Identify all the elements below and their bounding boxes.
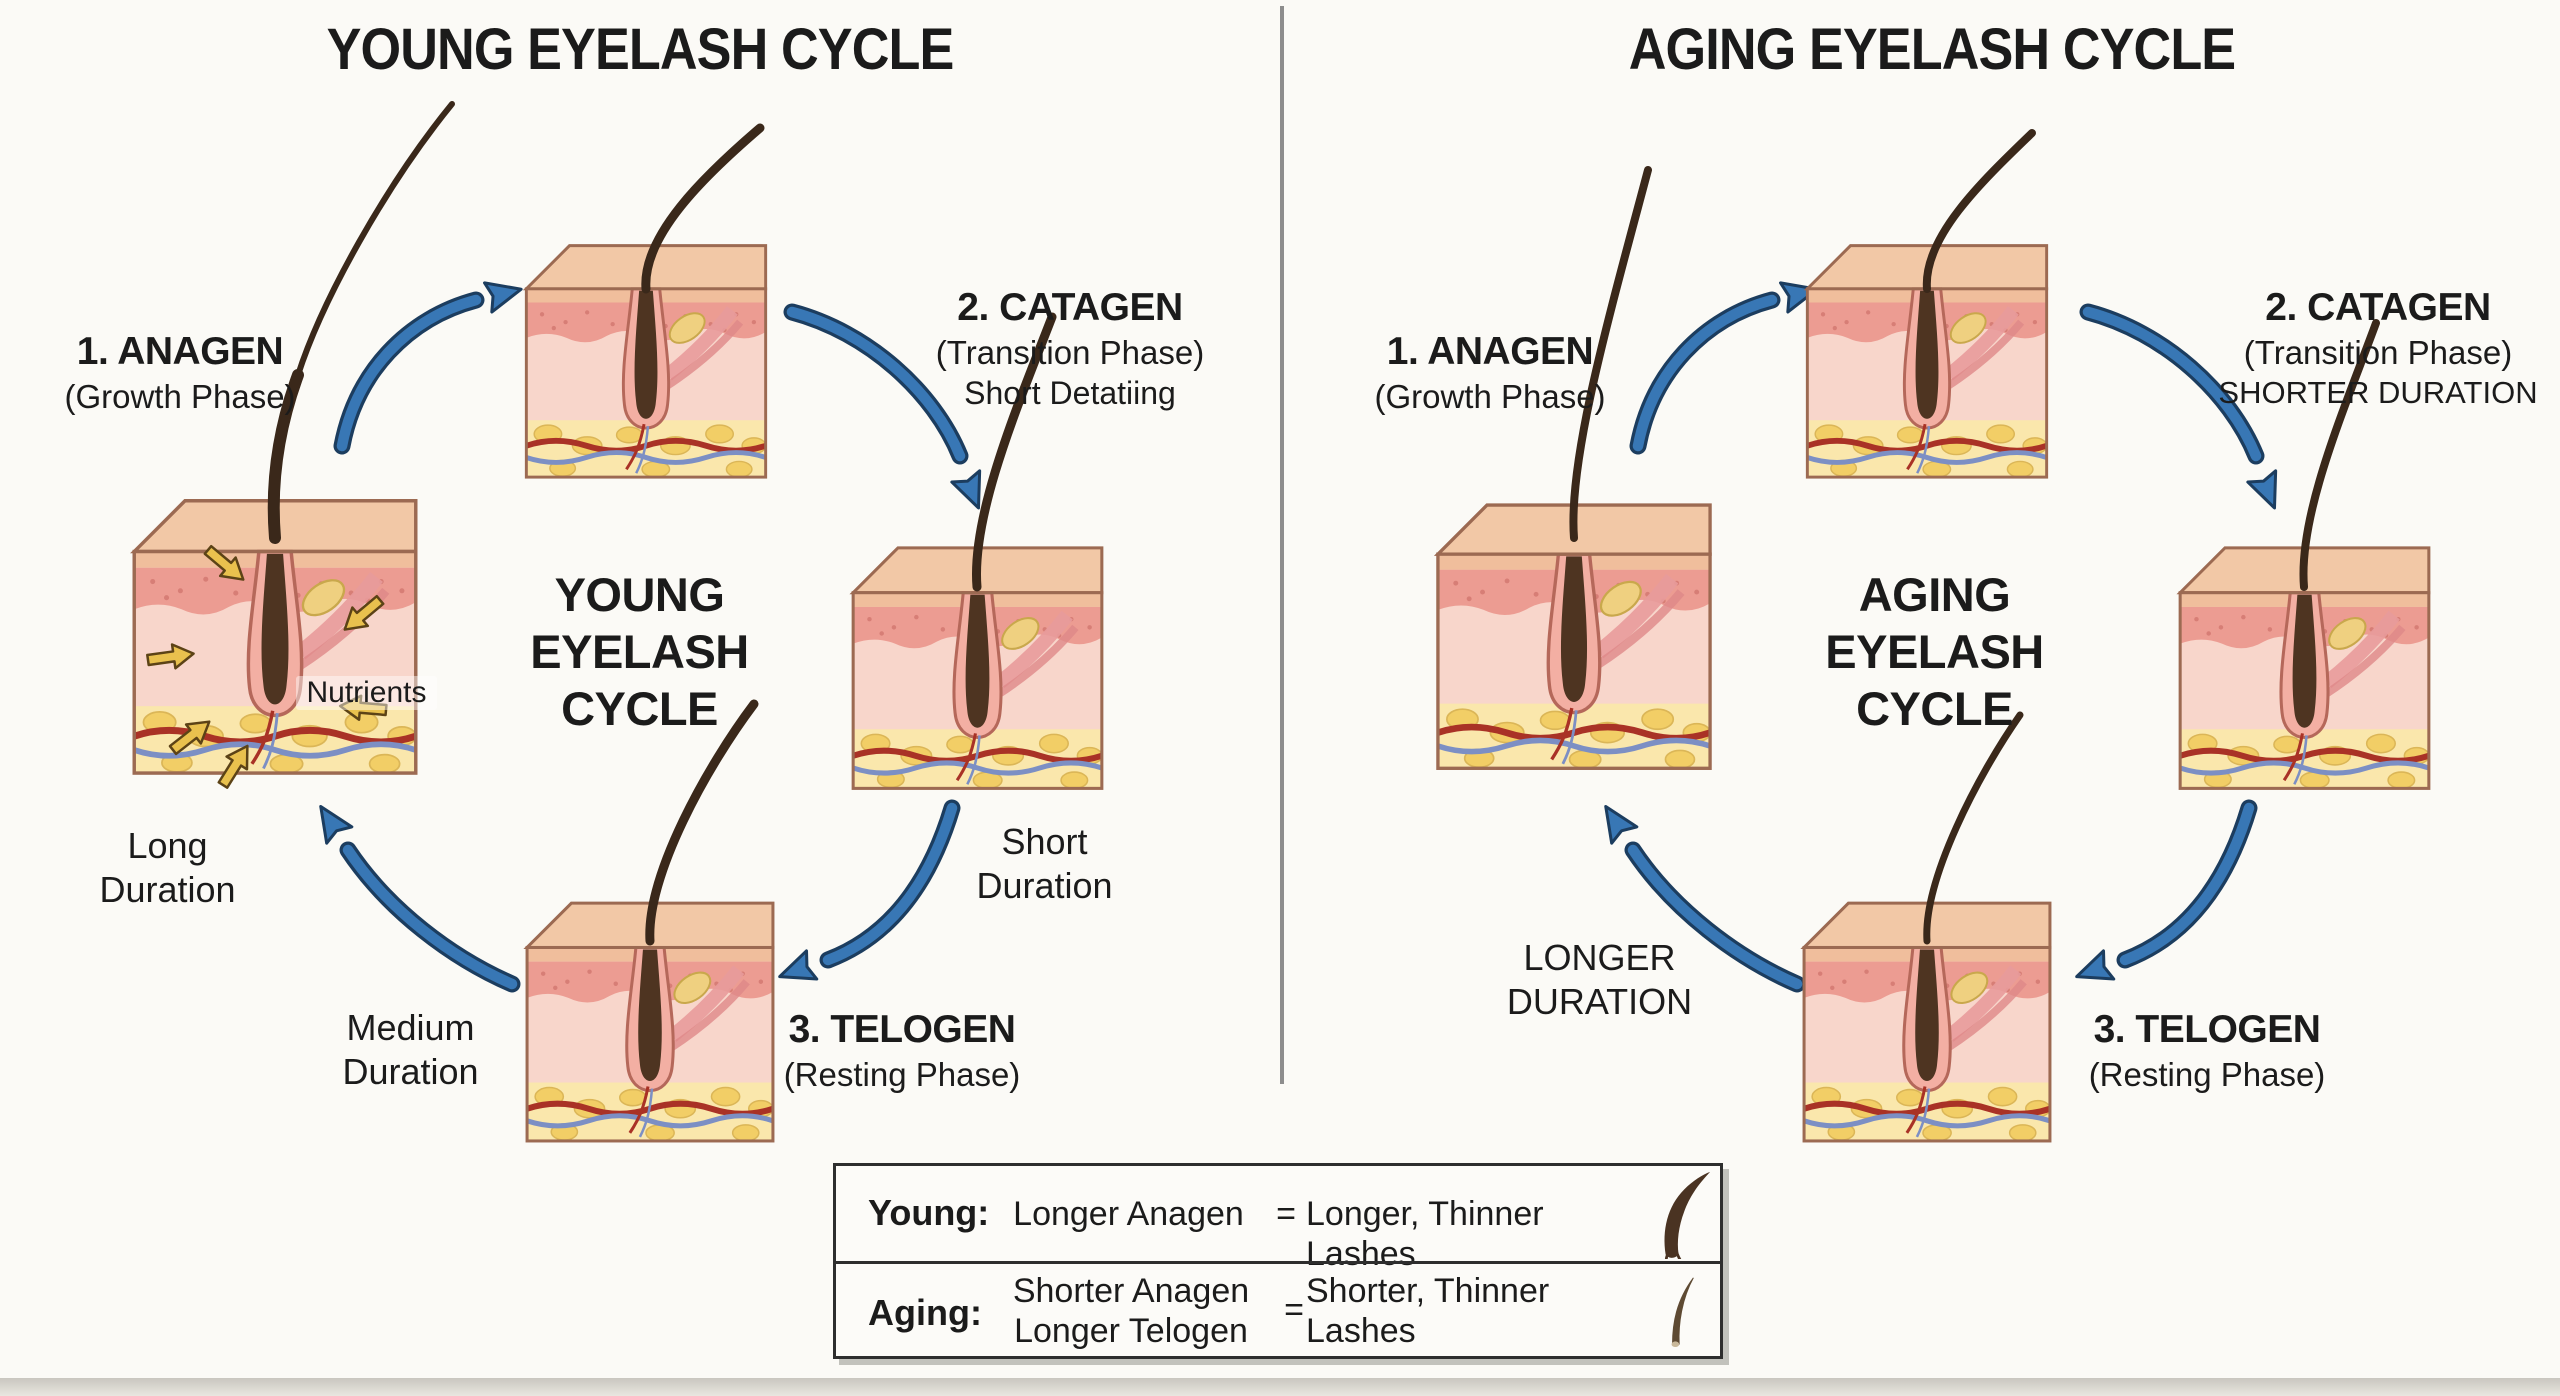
- young-long-duration-label: Long Duration: [99, 825, 236, 910]
- legend-young-cause: Longer Anagen: [1013, 1195, 1244, 1233]
- legend-box: Young: Longer Anagen = Longer, Thinner L…: [833, 1163, 1723, 1359]
- aging-telogen-sub: (Resting Phase): [2088, 1056, 2326, 1093]
- young-telogen-name: 3. TELOGEN: [788, 1008, 1016, 1051]
- illustration-aging-anagen-follicle: [1422, 166, 1767, 810]
- aging-catagen-name: 2. CATAGEN: [2265, 286, 2491, 329]
- thin-lash-icon: [1671, 1277, 1694, 1348]
- aging-cycle-center-label: AGING EYELASH CYCLE: [1825, 568, 2044, 735]
- legend-young-effect: Longer, Thinner Lashes: [1306, 1195, 1544, 1273]
- legend-aging-effect: Shorter, Thinner Lashes: [1306, 1272, 1550, 1350]
- panel-divider: [1280, 6, 1284, 1084]
- arrow-aging-transition-to-telogen: [2070, 799, 2258, 993]
- aging-catagen-label: 2. CATAGEN (Transition Phase) SHORTER DU…: [2218, 286, 2538, 411]
- young-catagen-name: 2. CATAGEN: [957, 286, 1183, 329]
- young-telogen-label: 3. TELOGEN (Resting Phase): [752, 1008, 1052, 1094]
- illustration-young-telogen-follicle: [512, 699, 787, 1162]
- bottom-edge-strip: [0, 1378, 2560, 1396]
- aging-anagen-sub: (Growth Phase): [1374, 378, 1606, 415]
- aging-telogen-name: 3. TELOGEN: [2093, 1008, 2321, 1051]
- young-cycle-title: YOUNG EYELASH CYCLE: [326, 17, 955, 82]
- aging-catagen-note: SHORTER DURATION: [2218, 375, 2538, 410]
- young-catagen-label: 2. CATAGEN (Transition Phase) Short Deta…: [915, 286, 1225, 412]
- legend-young-label: Young:: [868, 1192, 990, 1233]
- aging-cycle-title: AGING EYELASH CYCLE: [1628, 17, 2236, 82]
- aging-telogen-label: 3. TELOGEN (Resting Phase): [2052, 1008, 2362, 1094]
- thick-lash-icon: [1664, 1171, 1711, 1259]
- aging-anagen-name: 1. ANAGEN: [1386, 330, 1594, 373]
- illustration-young-anagen-follicle: [118, 101, 455, 793]
- young-telogen-sub: (Resting Phase): [783, 1056, 1021, 1093]
- legend-divider: [836, 1261, 1720, 1264]
- illustration-aging-catagen-follicle: [1790, 129, 2065, 486]
- illustration-aging-transition-follicle: [2168, 319, 2438, 807]
- illustration-aging-telogen-follicle: [1790, 711, 2065, 1162]
- arrow-young-transition-to-telogen: [773, 799, 961, 993]
- legend-young-equals: =: [1276, 1195, 1296, 1233]
- illustration-young-transition-follicle: [842, 312, 1112, 807]
- arrow-young-telogen-to-anagen: [306, 796, 521, 993]
- legend-aging-equals: =: [1284, 1291, 1304, 1329]
- young-anagen-label: 1. ANAGEN (Growth Phase): [35, 330, 325, 416]
- young-catagen-sub: (Transition Phase): [935, 334, 1205, 371]
- legend-aging-label: Aging:: [868, 1292, 982, 1333]
- legend-aging-cause: Shorter Anagen Longer Telogen: [1012, 1272, 1250, 1350]
- young-medium-duration-label: Medium Duration: [342, 1007, 479, 1092]
- aging-anagen-label: 1. ANAGEN (Growth Phase): [1345, 330, 1635, 416]
- aging-longer-duration-label: LONGER DURATION: [1506, 937, 1693, 1022]
- young-cycle-center-label: YOUNG EYELASH CYCLE: [530, 568, 749, 735]
- young-short-duration-label: Short Duration: [976, 821, 1113, 906]
- young-anagen-name: 1. ANAGEN: [76, 330, 284, 373]
- young-catagen-note: Short Detatiing: [964, 375, 1176, 411]
- aging-catagen-sub: (Transition Phase): [2243, 334, 2513, 371]
- young-nutrients-label: Nutrients: [296, 676, 437, 710]
- young-anagen-sub: (Growth Phase): [64, 378, 296, 415]
- illustration-young-catagen-follicle: [512, 123, 787, 486]
